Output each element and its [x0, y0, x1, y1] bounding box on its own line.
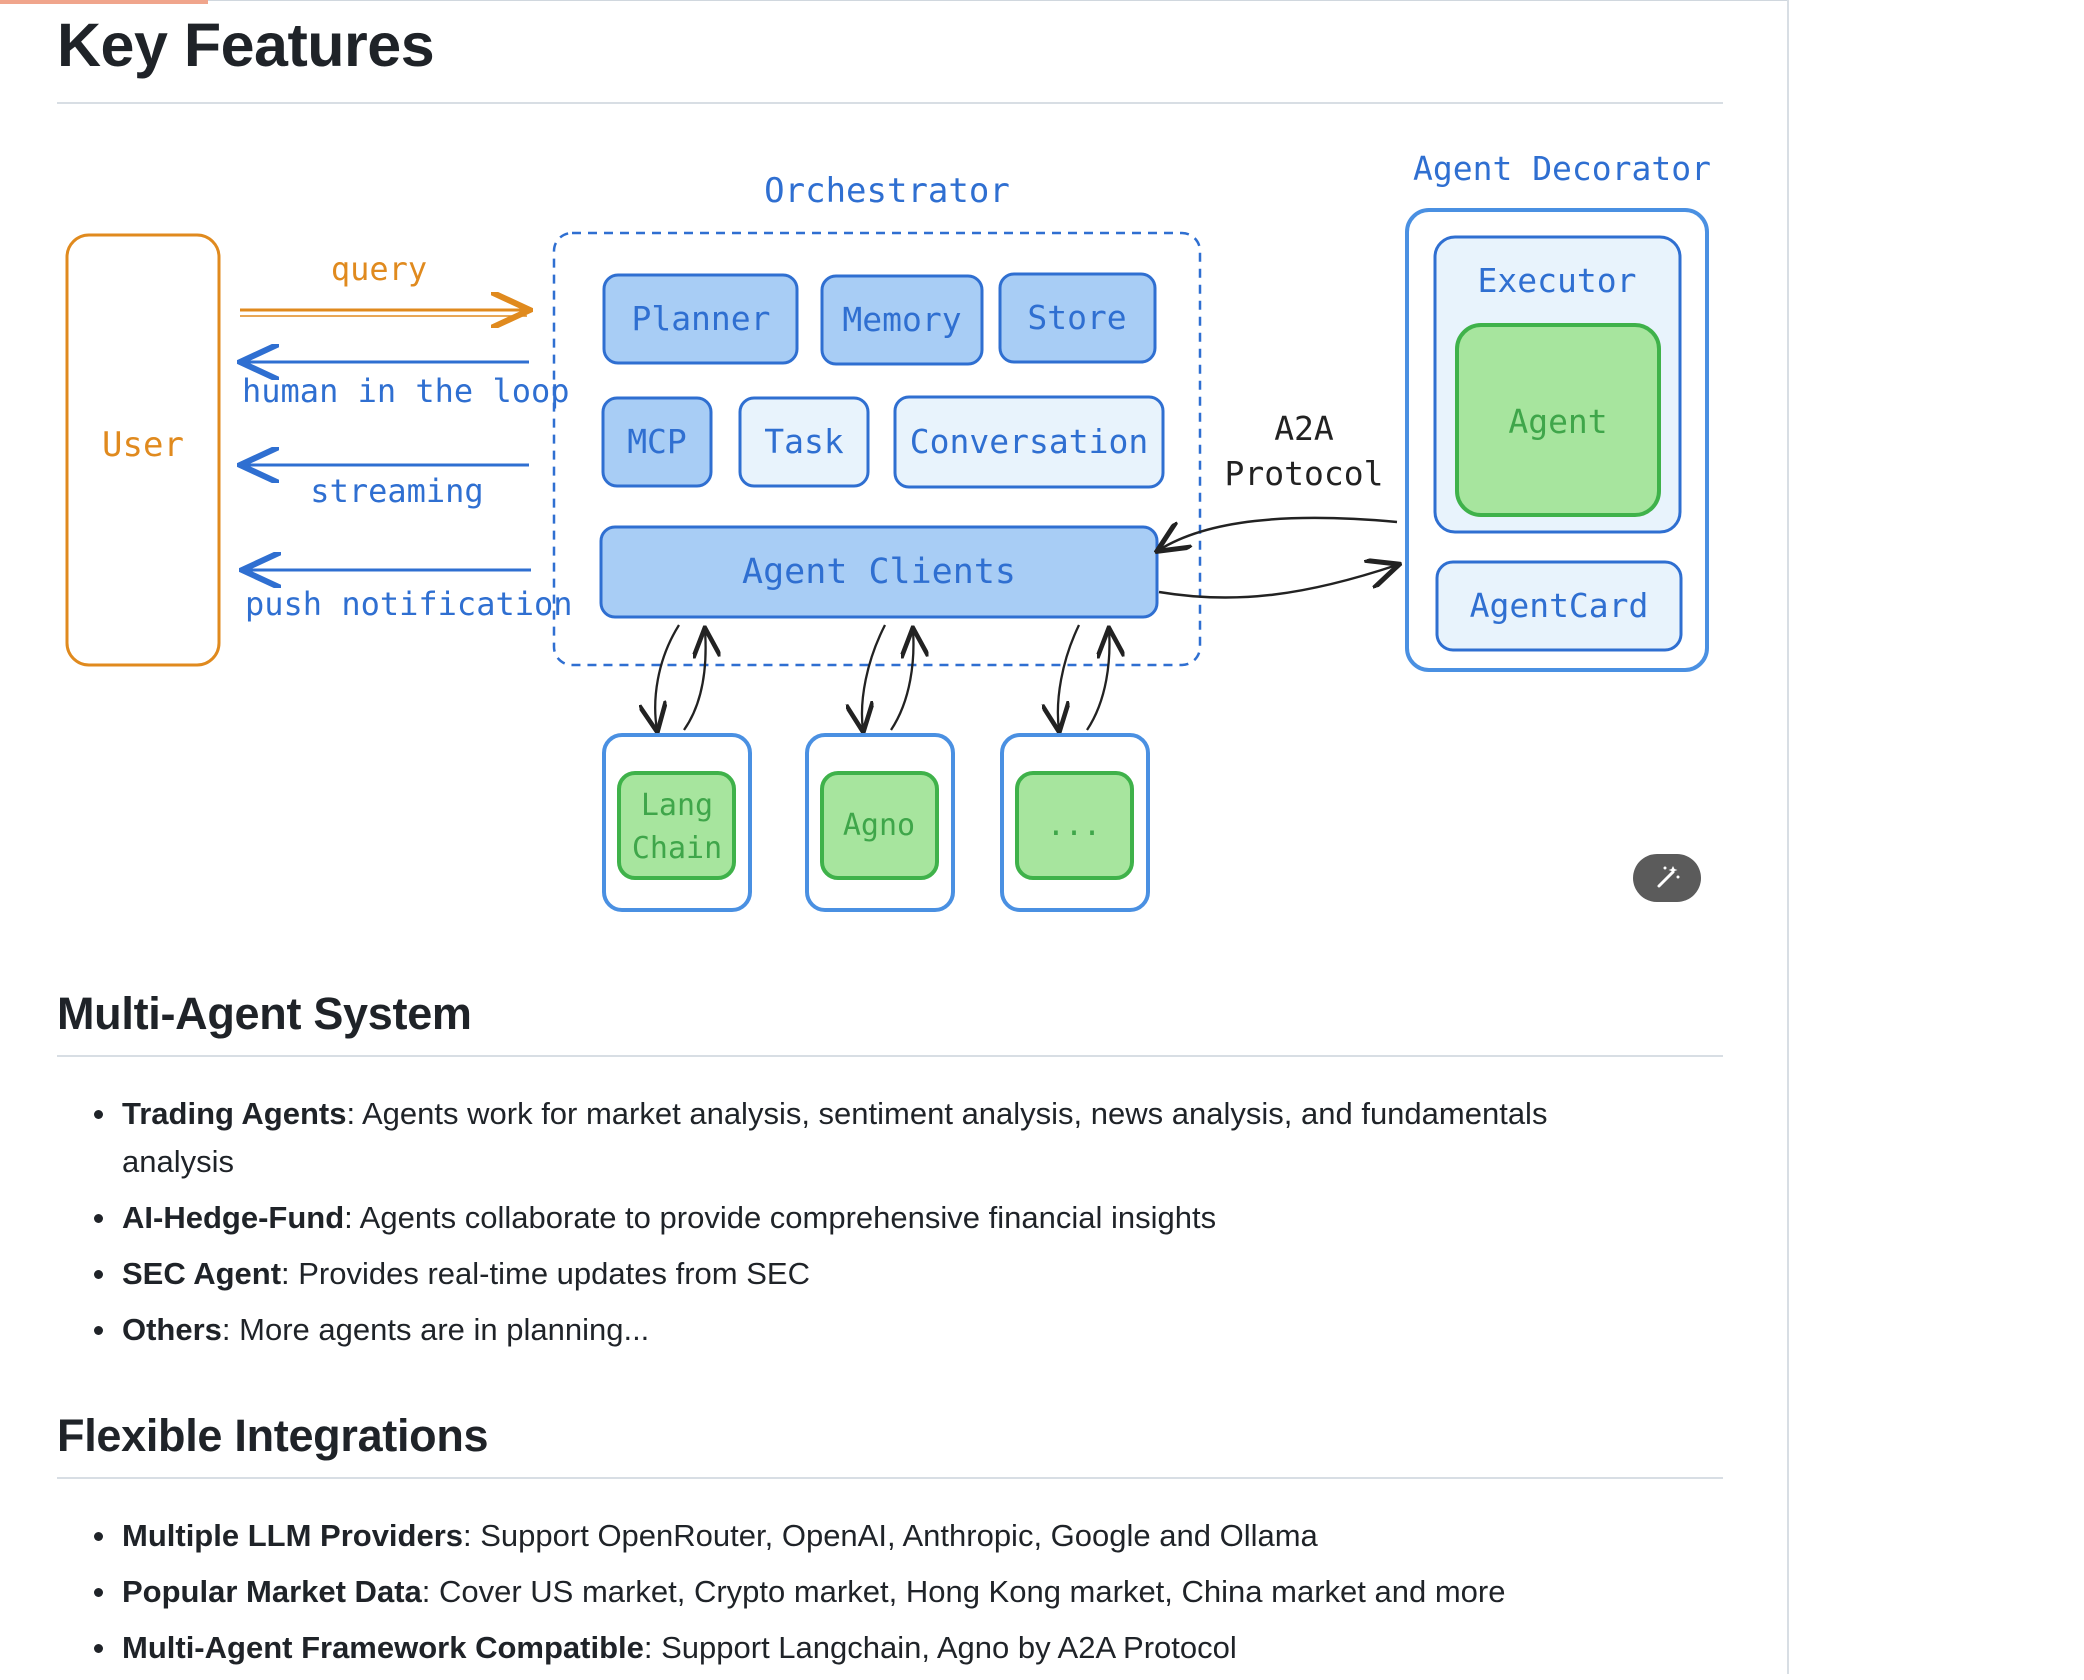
executor-label: Executor: [1478, 261, 1637, 300]
agno-container: [805, 733, 955, 912]
memory-label: Memory: [842, 300, 961, 339]
title-rule: [57, 102, 1723, 104]
list-item: Popular Market Data: Cover US market, Cr…: [57, 1568, 1657, 1616]
item-text: : More agents are in planning...: [221, 1312, 650, 1347]
page-title: Key Features: [57, 11, 435, 79]
mcp-module: [601, 396, 713, 488]
agent-box: [1455, 323, 1661, 517]
task-label: Task: [764, 422, 844, 461]
list-item: SEC Agent: Provides real-time updates fr…: [57, 1250, 1657, 1298]
other-framework-container: [1000, 733, 1150, 912]
orchestrator-title: Orchestrator: [764, 171, 1010, 211]
a2a-arrow-in: [1159, 516, 1398, 550]
task-module: [738, 396, 870, 488]
agent-label: Agent: [1508, 402, 1607, 441]
human-in-loop-label: human in the loop: [242, 372, 570, 410]
conversation-module: [893, 395, 1165, 489]
item-bold: Popular Market Data: [122, 1574, 422, 1609]
mcp-label: MCP: [627, 422, 687, 461]
section-rule: [57, 1055, 1723, 1057]
langchain-box: [617, 771, 736, 880]
agno-label: Agno: [843, 808, 915, 843]
query-label: query: [331, 250, 427, 288]
agent-clients-module: [599, 525, 1159, 619]
list-item: AI-Hedge-Fund: Agents collaborate to pro…: [57, 1194, 1657, 1242]
item-text: : Cover US market, Crypto market, Hong K…: [421, 1574, 1506, 1609]
agent-clients-label: Agent Clients: [742, 552, 1016, 592]
edit-image-button[interactable]: [1633, 854, 1701, 902]
item-bold: AI-Hedge-Fund: [122, 1200, 345, 1235]
user-box: [65, 233, 221, 667]
agentcard-box: [1435, 560, 1683, 652]
active-tab-indicator: [0, 0, 208, 4]
list-item: Multi-Agent Framework Compatible: Suppor…: [57, 1624, 1657, 1672]
langchain-label-line1: Lang: [641, 788, 713, 823]
architecture-diagram: User query human in the loop streaming p…: [65, 149, 1711, 912]
push-notification-label: push notification: [245, 585, 573, 623]
a2a-arrow-out: [1158, 565, 1397, 599]
section-title-multi-agent: Multi-Agent System: [57, 988, 472, 1039]
langchain-label-line2: Chain: [632, 831, 722, 866]
planner-module: [602, 273, 799, 365]
item-bold: Multiple LLM Providers: [122, 1518, 464, 1553]
content-divider: [1787, 0, 1789, 1674]
conversation-label: Conversation: [910, 422, 1148, 461]
section-rule: [57, 1477, 1723, 1479]
planner-label: Planner: [631, 299, 770, 338]
a2a-label-line2: Protocol: [1225, 454, 1384, 493]
section-title-integrations: Flexible Integrations: [57, 1410, 489, 1461]
decorator-title: Agent Decorator: [1413, 149, 1711, 188]
agno-box: [820, 771, 939, 880]
item-bold: Trading Agents: [122, 1096, 347, 1131]
item-text: : Support Langchain, Agno by A2A Protoco…: [643, 1630, 1237, 1665]
item-text: : Support OpenRouter, OpenAI, Anthropic,…: [463, 1518, 1318, 1553]
streaming-label: streaming: [310, 472, 483, 510]
other-framework-box: [1015, 771, 1134, 880]
top-border: [208, 0, 1788, 1]
list-item: Trading Agents: Agents work for market a…: [57, 1090, 1657, 1186]
item-text: : Agents work for market analysis, senti…: [122, 1096, 1548, 1179]
item-bold: Multi-Agent Framework Compatible: [122, 1630, 644, 1665]
decorator-box: [1405, 208, 1709, 672]
agentcard-label: AgentCard: [1470, 586, 1649, 625]
list-item: Multiple LLM Providers: Support OpenRout…: [57, 1512, 1657, 1560]
store-module: [998, 272, 1157, 364]
store-label: Store: [1027, 298, 1126, 337]
orchestrator-box: [552, 231, 1202, 667]
memory-module: [820, 274, 984, 366]
magic-wand-icon: [1657, 866, 1680, 888]
user-label: User: [102, 425, 184, 465]
item-text: : Agents collaborate to provide comprehe…: [344, 1200, 1217, 1235]
multi-agent-list: Trading Agents: Agents work for market a…: [57, 1090, 1657, 1362]
framework-connections: [655, 624, 1109, 730]
integrations-list: Multiple LLM Providers: Support OpenRout…: [57, 1512, 1657, 1680]
a2a-label-line1: A2A: [1274, 409, 1334, 448]
list-item: Others: More agents are in planning...: [57, 1306, 1657, 1354]
item-bold: SEC Agent: [122, 1256, 282, 1291]
item-text: : Provides real-time updates from SEC: [281, 1256, 810, 1291]
other-framework-label: ...: [1047, 808, 1101, 843]
langchain-container: [602, 733, 752, 912]
item-bold: Others: [122, 1312, 222, 1347]
